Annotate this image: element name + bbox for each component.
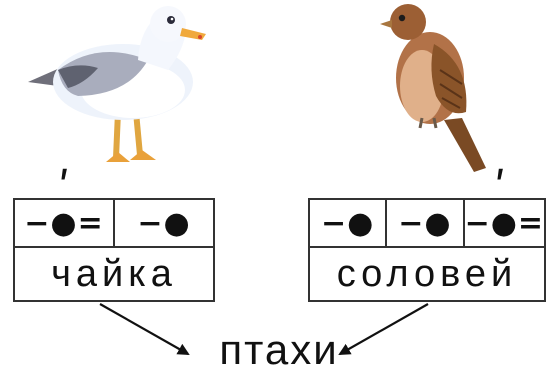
left-word: чайка	[51, 252, 177, 295]
syllable-cell: −●	[137, 205, 191, 241]
result-word: птахи	[219, 326, 339, 373]
nightingale-illustration	[380, 4, 486, 172]
left-word-card: −●= −● чайка	[13, 198, 215, 302]
syllable-cell: −●	[387, 200, 465, 246]
syllable-cell: −●=	[15, 200, 115, 246]
syllable-cell: −●=	[464, 205, 545, 241]
right-arrow	[338, 303, 429, 355]
left-syllable-scheme: −●= −●	[15, 200, 213, 248]
syllable-cell: −●	[310, 200, 388, 246]
seagull-illustration	[28, 6, 206, 162]
left-arrow	[99, 303, 190, 355]
right-syllable-scheme: −● −● −●=	[310, 200, 544, 248]
right-word: соловей	[336, 252, 518, 295]
right-word-card: −● −● −●= соловей	[308, 198, 546, 302]
